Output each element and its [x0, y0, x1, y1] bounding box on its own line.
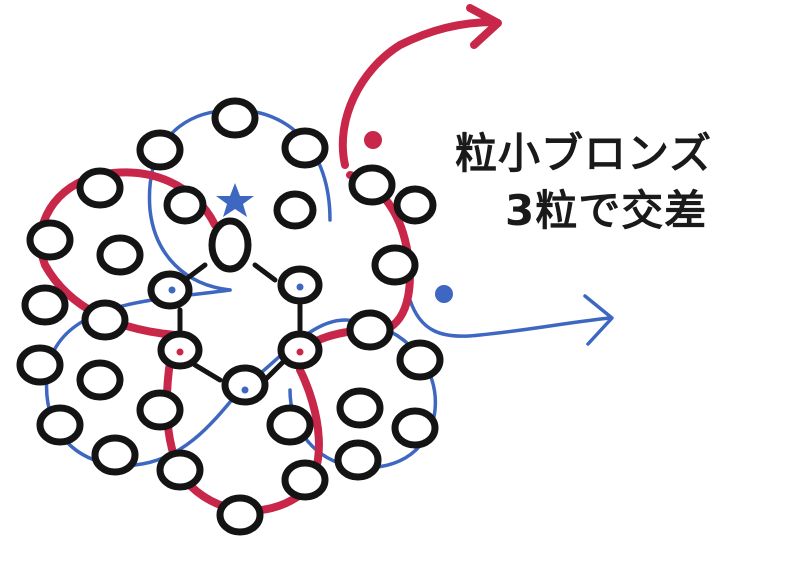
- bead: [391, 407, 439, 449]
- red-exit-line: [338, 18, 499, 169]
- annotation-line-1: 粒小ブロンズ: [455, 129, 712, 178]
- blue-dot: [241, 386, 249, 394]
- bead: [336, 387, 384, 429]
- red-dot-icon: [364, 131, 382, 149]
- bead-link: [262, 357, 288, 383]
- bead: [36, 404, 84, 446]
- outer-beads: [16, 97, 444, 536]
- bead-dots: [168, 283, 304, 394]
- blue-arrowhead: [583, 294, 614, 346]
- red-dot: [296, 348, 304, 356]
- bead: [21, 284, 69, 326]
- bead: [334, 439, 382, 481]
- bead: [96, 234, 144, 276]
- blue-thread: [44, 108, 614, 470]
- bead: [163, 185, 207, 225]
- bead: [76, 167, 124, 209]
- bead: [266, 404, 314, 446]
- blue-dot: [168, 286, 176, 294]
- bead: [76, 359, 124, 401]
- red-arrowhead: [466, 4, 502, 49]
- bead: [396, 339, 444, 381]
- bead: [348, 164, 396, 206]
- bead: [81, 299, 129, 341]
- bead: [91, 434, 139, 476]
- annotation-line-2: 3粒で交差: [505, 186, 707, 235]
- bead: [16, 344, 64, 386]
- bead: [273, 190, 317, 230]
- bead: [136, 129, 184, 171]
- blue-dot: [296, 283, 304, 291]
- blue-dot-icon: [435, 285, 453, 303]
- red-dot: [176, 348, 184, 356]
- bead: [221, 364, 269, 406]
- bead-link: [252, 262, 278, 283]
- start-markers: [216, 131, 453, 303]
- bead: [156, 449, 204, 491]
- bead: [281, 459, 329, 501]
- star-icon: [216, 183, 254, 217]
- bead-link: [192, 362, 223, 383]
- blue-exit-line: [408, 298, 612, 338]
- bead: [216, 494, 264, 536]
- bead: [211, 97, 259, 139]
- bead: [346, 309, 394, 351]
- bead: [371, 244, 419, 286]
- bead-links: [177, 262, 303, 383]
- bead: [208, 217, 252, 273]
- bead-link: [182, 262, 208, 283]
- bead: [393, 185, 437, 225]
- bead: [136, 389, 184, 431]
- inner-beads: [147, 217, 323, 406]
- bead: [26, 219, 74, 261]
- annotation: 粒小ブロンズ 3粒で交差: [455, 129, 712, 235]
- bead: [281, 127, 329, 169]
